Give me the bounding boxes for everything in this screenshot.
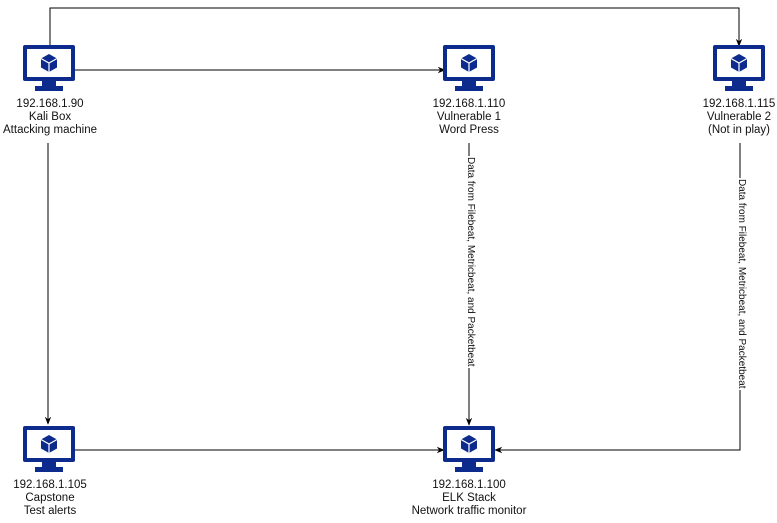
node-role: Network traffic monitor: [411, 505, 527, 517]
node-name: Kali Box: [28, 111, 72, 123]
node-label-elk: 192.168.1.100 ELK Stack Network traffic …: [389, 479, 549, 518]
node-ip: 192.168.1.115: [702, 98, 776, 110]
node-role: Word Press: [439, 124, 499, 136]
edge-label-vuln1-elk: Data from Filebeat, Metricbeat, and Pack…: [465, 156, 476, 368]
node-label-vuln1: 192.168.1.110 Vulnerable 1 Word Press: [389, 98, 549, 137]
edge-label-vuln2-elk: Data from Filebeat, Metricbeat, and Pack…: [736, 178, 747, 390]
desktop-monitor-icon[interactable]: [23, 426, 75, 472]
edge-kali-to-vuln2: [49, 7, 743, 47]
edge-vuln2-to-elk: [494, 143, 741, 454]
node-label-vuln2: 192.168.1.115 Vulnerable 2 (Not in play): [659, 98, 777, 137]
node-role: Attacking machine: [3, 124, 97, 136]
node-label-capstone: 192.168.1.105 Capstone Test alerts: [0, 479, 130, 518]
node-ip: 192.168.1.90: [16, 98, 84, 110]
node-name: Vulnerable 2: [706, 111, 772, 123]
node-name: ELK Stack: [442, 492, 496, 504]
desktop-monitor-icon[interactable]: [713, 45, 765, 91]
node-name: Capstone: [25, 492, 75, 504]
desktop-monitor-icon[interactable]: [443, 426, 495, 472]
node-role: (Not in play): [708, 124, 770, 136]
node-ip: 192.168.1.100: [432, 479, 506, 491]
node-role: Test alerts: [23, 505, 77, 517]
node-label-kali: 192.168.1.90 Kali Box Attacking machine: [0, 98, 130, 137]
node-name: Vulnerable 1: [436, 111, 502, 123]
node-ip: 192.168.1.110: [432, 98, 506, 110]
node-ip: 192.168.1.105: [13, 479, 87, 491]
desktop-monitor-icon[interactable]: [443, 45, 495, 91]
desktop-monitor-icon[interactable]: [23, 45, 75, 91]
